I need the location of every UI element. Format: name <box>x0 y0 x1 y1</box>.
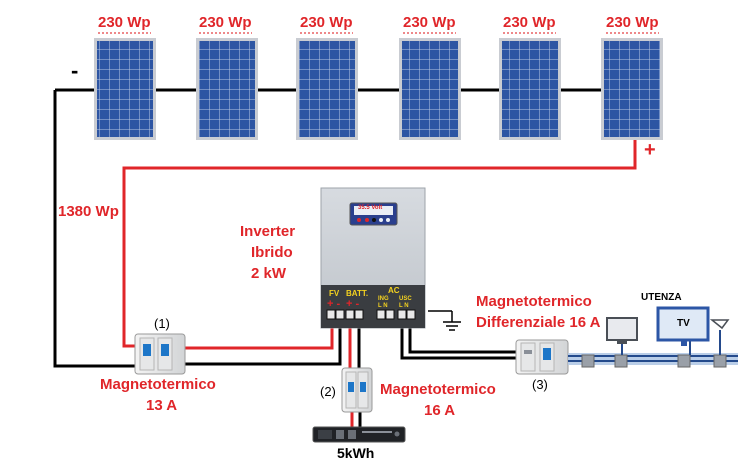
breaker-1-number: (1) <box>154 316 170 331</box>
inverter-terminal-block <box>321 285 425 328</box>
breaker-1-rating: 13 A <box>146 397 178 414</box>
solar-panel-5 <box>499 38 561 140</box>
positive-terminal-sign: + <box>644 139 656 161</box>
lamp-icon <box>709 319 730 330</box>
breaker-2-rating: 16 A <box>424 402 456 419</box>
negative-terminal-sign: - <box>71 58 79 83</box>
fv-polarity: + - <box>327 298 341 310</box>
breaker-3 <box>515 339 569 375</box>
breaker-2-name: Magnetotermico <box>380 381 496 398</box>
loads-title: UTENZA <box>641 292 682 303</box>
port-usc-label: USC <box>399 296 412 302</box>
breaker-3-number: (3) <box>532 377 548 392</box>
tv-icon <box>656 306 710 346</box>
breaker-1 <box>134 333 186 375</box>
solar-panel-1 <box>94 38 156 140</box>
breaker-3-rating: Differenziale 16 A <box>476 314 601 331</box>
port-ac-label: AC <box>388 286 400 295</box>
panel-label-2: 230 Wp <box>199 14 252 34</box>
inverter-title-line1: Inverter <box>240 223 296 240</box>
inverter-unit <box>320 187 426 329</box>
battery-unit <box>312 426 406 443</box>
port-usc-pins: L N <box>399 303 409 309</box>
fv-negative-wire <box>185 318 342 366</box>
ac-out-wire-n <box>408 318 520 354</box>
tv-label: TV <box>677 318 690 329</box>
port-batt-label: BATT. <box>346 289 369 298</box>
breaker-3-name: Magnetotermico <box>476 293 592 310</box>
panel-label-1: 230 Wp <box>98 14 151 34</box>
inverter-led-icon <box>357 218 361 222</box>
panel-label-5: 230 Wp <box>503 14 556 34</box>
solar-panel-4 <box>399 38 461 140</box>
breaker-1-name: Magnetotermico <box>100 376 216 393</box>
inverter-title-line3: 2 kW <box>251 265 287 282</box>
breaker-1-lever-icon <box>143 344 151 356</box>
fv-positive-wire <box>185 318 334 350</box>
batt-polarity: + - <box>346 298 360 310</box>
breaker-2 <box>341 367 373 413</box>
solar-panel-6 <box>601 38 663 140</box>
array-power-label: 1380 Wp <box>58 203 119 220</box>
panel-label-4: 230 Wp <box>403 14 456 34</box>
panel-label-6: 230 Wp <box>606 14 659 34</box>
load-bus <box>568 330 738 368</box>
ac-out-wire-l <box>400 318 520 360</box>
breaker-3-lever-icon <box>543 348 551 360</box>
panel-label-3: 230 Wp <box>300 14 353 34</box>
battery-label: 5kWh <box>337 445 375 461</box>
inverter-display-value: 35.5 Volt <box>358 205 383 211</box>
negative-wire <box>53 90 140 368</box>
port-ing-pins: L N <box>378 303 388 309</box>
breaker-2-number: (2) <box>320 384 336 399</box>
solar-panel-2 <box>196 38 258 140</box>
breaker-2-lever-icon <box>348 382 354 392</box>
port-fv-label: FV <box>329 289 340 298</box>
solar-panel-3 <box>296 38 358 140</box>
monitor-icon <box>606 317 638 344</box>
inverter-title-line2: Ibrido <box>251 244 293 261</box>
socket-icon <box>581 354 595 368</box>
port-ing-label: ING <box>378 296 389 302</box>
positive-wire <box>122 135 637 348</box>
